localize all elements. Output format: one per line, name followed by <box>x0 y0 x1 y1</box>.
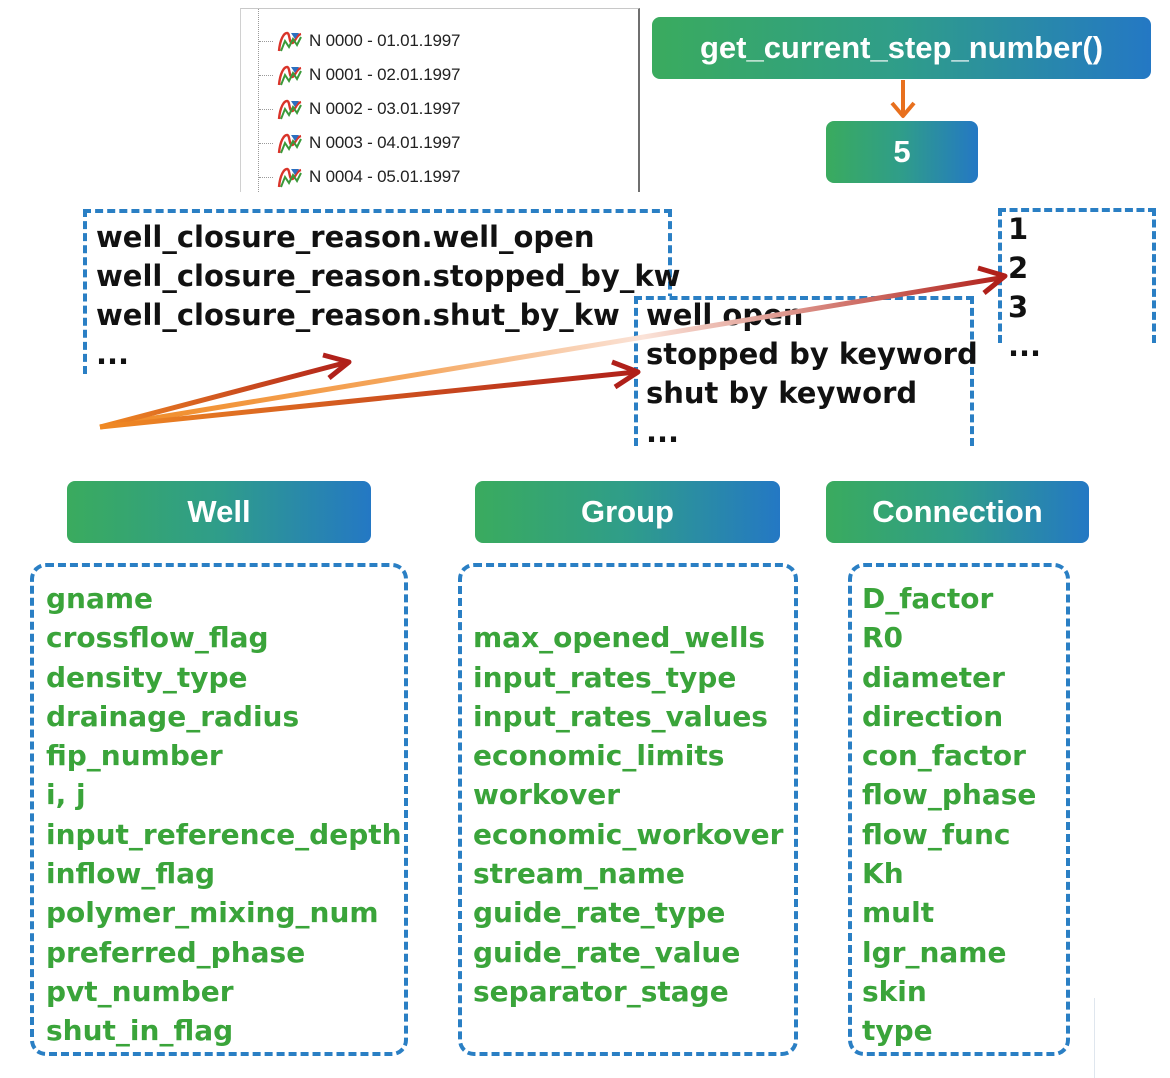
step-tree-panel: N 0000 - 01.01.1997 N 0001 - 02.01.1997 N … <box>240 8 640 192</box>
arrow-to-enum-names <box>99 352 352 430</box>
property-item: type <box>862 1014 933 1048</box>
property-item: density_type <box>46 660 248 694</box>
property-item <box>473 579 783 618</box>
property-item: R0 <box>862 621 904 655</box>
tree-item-label: N 0003 - 04.01.1997 <box>309 133 461 152</box>
property-item: workover <box>473 778 621 812</box>
enum-value-item: 3 <box>1008 290 1029 324</box>
enum-description-item: stopped by keyword <box>646 337 978 371</box>
property-item: separator_stage <box>473 974 729 1008</box>
enum-names-frame <box>83 209 672 374</box>
property-item: direction <box>862 699 1004 733</box>
tree-item-label: N 0004 - 05.01.1997 <box>309 167 461 186</box>
group-properties-frame <box>458 563 798 1056</box>
chart-curve-icon <box>277 133 302 154</box>
tree-item[interactable]: N 0000 - 01.01.1997 <box>259 26 460 56</box>
chart-curve-icon <box>277 31 302 52</box>
property-item: inflow_flag <box>46 857 216 891</box>
tree-item[interactable]: N 0001 - 02.01.1997 <box>259 60 460 90</box>
enum-value-item: ... <box>1008 329 1042 363</box>
property-item: input_rates_values <box>473 699 768 733</box>
property-item: guide_rate_type <box>473 896 726 930</box>
edge-divider <box>1094 998 1095 1078</box>
tree-item-label: N 0001 - 02.01.1997 <box>309 65 461 84</box>
property-item: economic_limits <box>473 739 725 773</box>
group-title: Group <box>581 494 674 529</box>
tree-item[interactable]: N 0004 - 05.01.1997 <box>259 162 460 192</box>
chart-curve-icon <box>277 65 302 86</box>
property-item: i, j <box>46 778 86 812</box>
property-item: crossflow_flag <box>46 621 269 655</box>
property-item: guide_rate_value <box>473 935 741 969</box>
enum-name-item: ... <box>96 337 130 371</box>
property-item: drainage_radius <box>46 699 300 733</box>
property-item: D_factor <box>862 582 994 615</box>
tree-item[interactable]: N 0002 - 03.01.1997 <box>259 94 460 124</box>
enum-names-list: well_closure_reason.well_open well_closur… <box>96 218 680 374</box>
group-header: Group <box>475 481 780 543</box>
property-item: gname <box>46 582 154 615</box>
property-item: polymer_mixing_num <box>46 896 379 930</box>
property-item: economic_workover <box>473 817 784 851</box>
enum-name-item: well_closure_reason.shut_by_kw <box>96 298 620 332</box>
tree-item[interactable]: N 0003 - 04.01.1997 <box>259 128 460 158</box>
chart-curve-icon <box>277 99 302 120</box>
property-item: input_reference_depth <box>46 817 402 851</box>
enum-description-item: ... <box>646 415 680 449</box>
result-box: 5 <box>826 121 978 183</box>
well-properties-list: gname crossflow_flag density_type drainage_… <box>46 579 402 1051</box>
connection-header: Connection <box>826 481 1089 543</box>
property-item: fip_number <box>46 739 223 773</box>
tree-branch <box>259 108 273 110</box>
enum-value-item: 2 <box>1008 251 1029 285</box>
tree-branch <box>259 142 273 144</box>
function-call-label: get_current_step_number() <box>699 30 1104 65</box>
property-item: shut_in_flag <box>46 1014 234 1048</box>
enum-values-list: 1 2 3... <box>1008 210 1041 366</box>
arrow-to-enum-values <box>99 265 1008 430</box>
enum-description-item: shut by keyword <box>646 376 918 410</box>
result-value: 5 <box>893 134 911 169</box>
enum-value-item: 1 <box>1008 212 1029 246</box>
connection-properties-frame <box>848 563 1070 1056</box>
tree-branch <box>259 74 273 76</box>
property-item: max_opened_wells <box>473 621 766 655</box>
arrow-to-enum-descriptions <box>99 359 641 430</box>
tree-branch <box>259 40 273 42</box>
property-item: Kh <box>862 857 904 891</box>
tree-item-label: N 0002 - 03.01.1997 <box>309 99 461 118</box>
well-title: Well <box>187 494 251 529</box>
chart-curve-icon <box>277 167 302 188</box>
group-properties-list: max_opened_wells input_rates_type input_ra… <box>473 579 783 1011</box>
tree-item-label: N 0000 - 01.01.1997 <box>309 31 461 50</box>
well-properties-frame <box>30 563 408 1056</box>
down-arrow-icon <box>890 80 916 118</box>
property-item: flow_phase <box>862 778 1037 812</box>
well-header: Well <box>67 481 371 543</box>
property-item: skin <box>862 974 927 1008</box>
property-item: diameter <box>862 660 1005 694</box>
property-item: pvt_number <box>46 974 234 1008</box>
property-item: preferred_phase <box>46 935 306 969</box>
property-item: lgr_name <box>862 935 1007 969</box>
property-item: input_rates_type <box>473 660 737 694</box>
tree-branch <box>259 176 273 178</box>
enum-name-item: well_closure_reason.well_open <box>96 220 595 254</box>
property-item: flow_func <box>862 817 1011 851</box>
enum-name-item: well_closure_reason.stopped_by_kw <box>96 259 681 293</box>
connection-title: Connection <box>872 494 1043 529</box>
property-item: con_factor <box>862 739 1026 773</box>
property-item: stream_name <box>473 857 685 891</box>
property-item: mult <box>862 896 935 930</box>
function-call-box: get_current_step_number() <box>652 17 1151 79</box>
tree-connector-line <box>258 9 259 192</box>
